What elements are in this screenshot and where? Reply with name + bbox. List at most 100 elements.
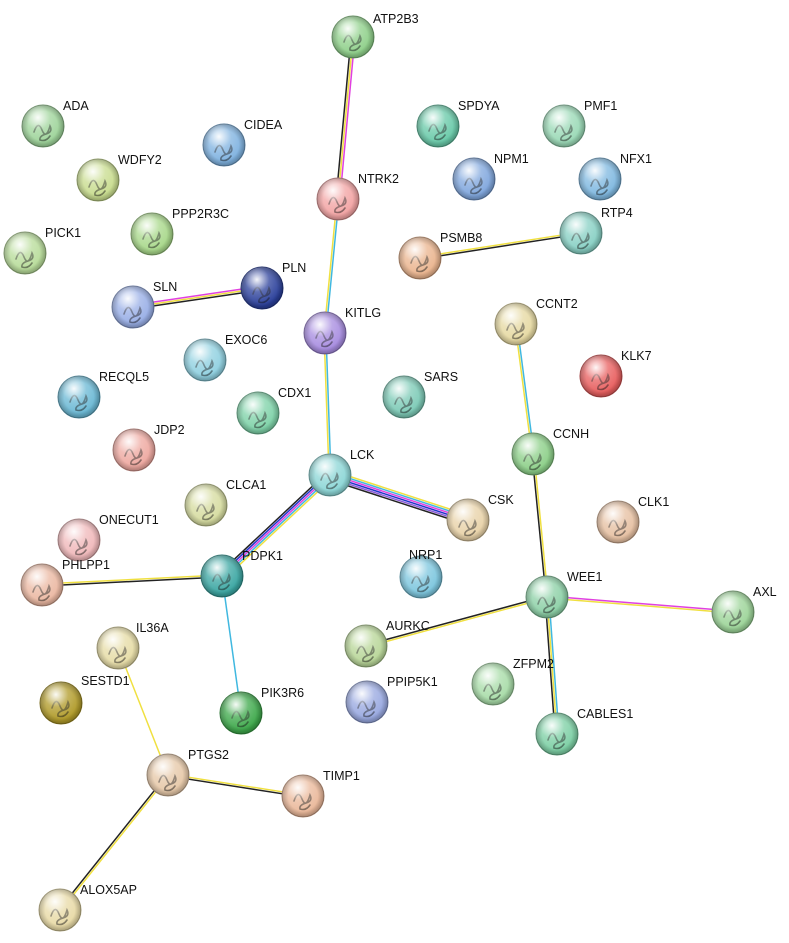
node-nrp1[interactable]: NRP1 <box>399 548 443 599</box>
edge-evidence-line <box>60 775 170 912</box>
node-il36a[interactable]: IL36A <box>96 621 169 670</box>
node-phlpp1[interactable]: PHLPP1 <box>20 558 110 607</box>
node-ppip5k1[interactable]: PPIP5K1 <box>345 675 438 724</box>
edge-wee1-cables1[interactable] <box>544 596 560 735</box>
edge-lck-csk[interactable] <box>328 469 470 526</box>
node-pmf1[interactable]: PMF1 <box>542 99 617 148</box>
node-axl[interactable]: AXL <box>711 585 777 634</box>
node-highlight <box>346 681 388 723</box>
node-lck[interactable]: LCK <box>308 448 375 497</box>
node-onecut1[interactable]: ONECUT1 <box>57 513 159 562</box>
node-cables1[interactable]: CABLES1 <box>535 707 633 756</box>
edge-ntrk2-kitlg[interactable] <box>323 198 340 334</box>
edge-sln-pln[interactable] <box>132 285 263 310</box>
node-label: ADA <box>63 99 89 113</box>
node-label: ZFPM2 <box>513 657 554 671</box>
edge-psmb8-rtp4[interactable] <box>419 231 582 260</box>
node-pik3r6[interactable]: PIK3R6 <box>219 686 304 735</box>
node-rtp4[interactable]: RTP4 <box>559 206 633 255</box>
node-sestd1[interactable]: SESTD1 <box>39 674 130 725</box>
edge-evidence-line <box>546 597 733 614</box>
node-jdp2[interactable]: JDP2 <box>112 423 185 472</box>
node-cidea[interactable]: CIDEA <box>202 118 283 167</box>
edge-wee1-aurkc[interactable] <box>365 595 548 648</box>
node-highlight <box>399 237 441 279</box>
edge-evidence-line <box>330 471 470 519</box>
node-label: RTP4 <box>601 206 633 220</box>
edge-kitlg-lck[interactable] <box>323 332 332 476</box>
edge-atp2b3-ntrk2[interactable] <box>335 36 356 200</box>
node-clca1[interactable]: CLCA1 <box>184 478 266 527</box>
node-kitlg[interactable]: KITLG <box>303 306 381 355</box>
edge-pdpk1-pik3r6[interactable] <box>221 575 242 714</box>
node-alox5ap[interactable]: ALOX5AP <box>38 883 137 932</box>
node-sln[interactable]: SLN <box>111 280 177 329</box>
node-wdfy2[interactable]: WDFY2 <box>76 153 162 202</box>
node-timp1[interactable]: TIMP1 <box>281 769 360 818</box>
node-highlight <box>712 591 754 633</box>
node-ada[interactable]: ADA <box>21 99 89 148</box>
node-label: CIDEA <box>244 118 283 132</box>
edge-evidence-line <box>221 575 242 714</box>
node-label: EXOC6 <box>225 333 267 347</box>
node-klk7[interactable]: KLK7 <box>579 349 652 398</box>
node-ppp2r3c[interactable]: PPP2R3C <box>130 207 229 256</box>
node-highlight <box>309 454 351 496</box>
edge-ccnh-wee1[interactable] <box>531 453 549 598</box>
node-label: CABLES1 <box>577 707 633 721</box>
node-exoc6[interactable]: EXOC6 <box>183 333 267 382</box>
edge-lck-pdpk1[interactable] <box>218 471 334 580</box>
node-label: JDP2 <box>154 423 185 437</box>
edge-evidence-line <box>42 576 223 587</box>
edge-ptgs2-timp1[interactable] <box>167 773 304 798</box>
edge-evidence-line <box>133 289 263 310</box>
node-wee1[interactable]: WEE1 <box>525 570 602 619</box>
node-label: PICK1 <box>45 226 81 240</box>
node-label: LCK <box>350 448 375 462</box>
node-label: CLCA1 <box>226 478 266 492</box>
node-ccnt2[interactable]: CCNT2 <box>494 297 578 346</box>
node-csk[interactable]: CSK <box>446 493 514 542</box>
node-aurkc[interactable]: AURKC <box>344 619 430 668</box>
node-highlight <box>526 576 568 618</box>
node-highlight <box>203 124 245 166</box>
node-ccnh[interactable]: CCNH <box>511 427 589 476</box>
node-highlight <box>304 312 346 354</box>
node-psmb8[interactable]: PSMB8 <box>398 231 482 280</box>
node-atp2b3[interactable]: ATP2B3 <box>331 12 419 59</box>
edge-evidence-line <box>58 773 168 910</box>
edge-wee1-axl[interactable] <box>546 595 734 614</box>
node-pdpk1[interactable]: PDPK1 <box>200 549 283 598</box>
edge-evidence-line <box>544 597 556 735</box>
node-label: SPDYA <box>458 99 500 113</box>
node-zfpm2[interactable]: ZFPM2 <box>471 657 554 706</box>
node-highlight <box>58 376 100 418</box>
edge-evidence-line <box>547 595 734 612</box>
node-highlight <box>112 286 154 328</box>
edge-ptgs2-alox5ap[interactable] <box>58 773 170 912</box>
node-cdx1[interactable]: CDX1 <box>236 386 311 435</box>
edge-evidence-line <box>339 37 356 200</box>
edge-phlpp1-pdpk1[interactable] <box>41 574 223 587</box>
edge-evidence-line <box>325 332 332 475</box>
node-clk1[interactable]: CLK1 <box>596 495 669 544</box>
edge-il36a-ptgs2[interactable] <box>117 647 169 776</box>
edge-evidence-line <box>337 36 354 200</box>
node-sars[interactable]: SARS <box>382 370 458 419</box>
node-label: NFX1 <box>620 152 652 166</box>
node-label: NRP1 <box>409 548 442 562</box>
node-ntrk2[interactable]: NTRK2 <box>316 172 399 221</box>
edge-evidence-line <box>328 478 467 526</box>
node-pln[interactable]: PLN <box>240 261 306 310</box>
node-ptgs2[interactable]: PTGS2 <box>146 748 229 797</box>
node-nfx1[interactable]: NFX1 <box>578 152 652 201</box>
node-highlight <box>147 754 189 796</box>
edge-ccnt2-ccnh[interactable] <box>514 323 535 455</box>
node-label: PTGS2 <box>188 748 229 762</box>
node-spdya[interactable]: SPDYA <box>416 99 500 148</box>
edge-evidence-line <box>167 775 303 798</box>
node-recql5[interactable]: RECQL5 <box>57 370 149 419</box>
node-pick1[interactable]: PICK1 <box>3 226 81 275</box>
node-npm1[interactable]: NPM1 <box>452 152 529 201</box>
